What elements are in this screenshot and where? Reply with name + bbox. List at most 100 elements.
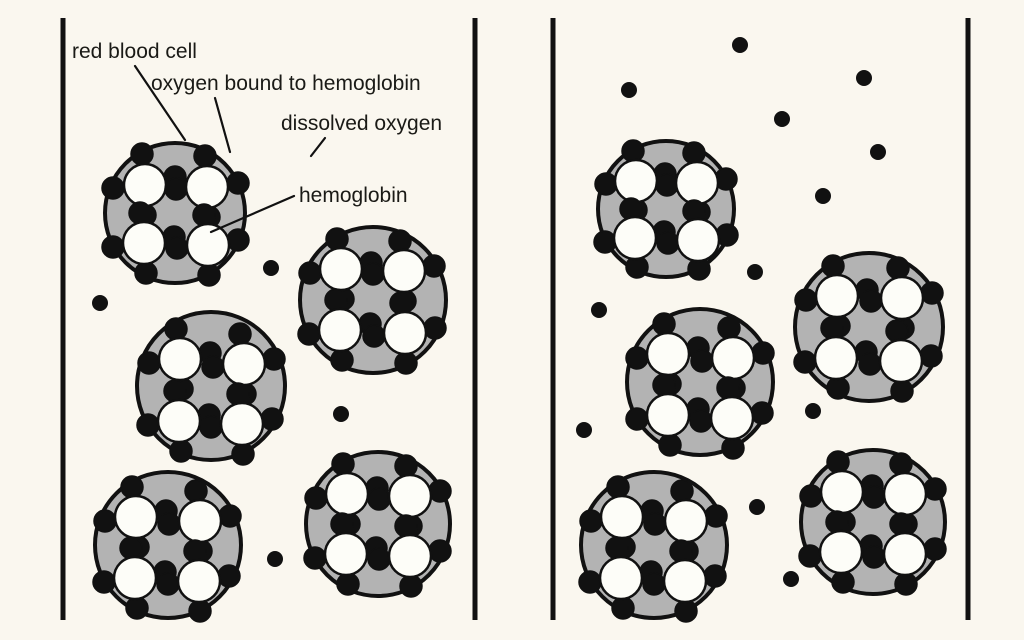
bound-oxygen-dot <box>821 254 845 278</box>
bound-oxygen-dot <box>297 322 321 346</box>
bound-oxygen-dot <box>260 407 284 431</box>
red-blood-cell-membrane <box>304 450 452 598</box>
bound-oxygen-dot <box>579 509 603 533</box>
bound-oxygen-dot <box>163 379 187 403</box>
hemoglobin-molecule <box>689 376 774 460</box>
bound-oxygen-dot <box>192 203 216 227</box>
hemoglobin-core <box>613 158 659 204</box>
hemoglobin-molecule <box>156 539 241 623</box>
hemoglobin-molecule <box>642 539 727 623</box>
bound-oxygen-dot <box>228 322 252 346</box>
bound-oxygen-dot <box>689 409 713 433</box>
bound-oxygen-dot <box>164 177 188 201</box>
red-blood-cell <box>135 310 287 466</box>
red-blood-cell-membrane <box>93 470 243 620</box>
bound-oxygen-dot <box>655 173 679 197</box>
bound-oxygen-dot <box>157 512 181 536</box>
bound-oxygen-dot <box>367 547 391 571</box>
hemoglobin-core <box>324 471 370 517</box>
bound-oxygen-dot <box>389 291 413 315</box>
hemoglobin-core <box>878 338 924 384</box>
dissolved-oxygen-dot <box>263 260 279 276</box>
bound-oxygen-dot <box>674 599 698 623</box>
dissolved-oxygen-dot <box>621 82 637 98</box>
bound-oxygen-dot <box>593 230 617 254</box>
bound-oxygen-dot <box>656 231 680 255</box>
label-oxygen-bound: oxygen bound to hemoglobin <box>151 72 421 95</box>
hemoglobin-core <box>879 275 925 321</box>
bound-oxygen-dot <box>825 510 849 534</box>
bound-oxygen-dot <box>136 413 160 437</box>
bound-oxygen-dot <box>642 572 666 596</box>
hemoglobin-molecule <box>157 479 242 563</box>
hemoglobin-molecule <box>593 197 676 279</box>
bound-oxygen-dot <box>226 228 250 252</box>
bound-oxygen-dot <box>165 236 189 260</box>
bound-oxygen-dot <box>304 486 328 510</box>
bound-oxygen-dot <box>156 572 180 596</box>
bound-oxygen-dot <box>658 433 682 457</box>
bound-oxygen-dot <box>128 201 152 225</box>
hemoglobin-core <box>157 336 203 382</box>
bound-oxygen-dot <box>394 351 418 375</box>
bound-oxygen-dot <box>594 172 618 196</box>
bound-oxygen-dot <box>428 479 452 503</box>
bound-oxygen-dot <box>643 512 667 536</box>
hemoglobin-core <box>121 220 167 266</box>
hemoglobin-core <box>185 222 231 268</box>
bound-oxygen-dot <box>193 144 217 168</box>
hemoglobin-core <box>184 164 230 210</box>
dissolved-oxygen-dot <box>591 302 607 318</box>
bound-oxygen-dot <box>793 350 817 374</box>
dissolved-oxygen-dot <box>815 188 831 204</box>
bound-oxygen-dot <box>120 475 144 499</box>
bound-oxygen-dot <box>923 477 947 501</box>
dissolved-oxygen-dot <box>747 264 763 280</box>
hemoglobin-molecule <box>303 512 388 596</box>
dissolved-oxygen-dot <box>774 111 790 127</box>
bound-oxygen-dot <box>794 288 818 312</box>
hemoglobin-molecule <box>862 512 947 596</box>
hemoglobin-core <box>113 494 159 540</box>
hemoglobin-core <box>674 160 720 206</box>
bound-oxygen-dot <box>798 544 822 568</box>
red-blood-cell <box>92 470 243 623</box>
leader-line-hemoglobin <box>209 194 296 234</box>
hemoglobin-core <box>645 392 691 438</box>
annotation-oxygen-bound: oxygen bound to hemoglobin <box>151 72 421 154</box>
bound-oxygen-dot <box>890 379 914 403</box>
hemoglobin-core <box>599 494 645 540</box>
bound-oxygen-dot <box>625 346 649 370</box>
hemoglobin-molecule <box>367 514 452 598</box>
bound-oxygen-dot <box>919 344 943 368</box>
hemoglobin-core <box>381 248 427 294</box>
red-blood-cell <box>101 141 250 287</box>
bound-oxygen-dot <box>799 484 823 508</box>
dissolved-oxygen-dot <box>805 403 821 419</box>
hemoglobin-molecule <box>862 452 947 536</box>
leader-line-oxygen-bound <box>213 96 232 154</box>
bound-oxygen-dot <box>428 539 452 563</box>
hemoglobin-core <box>122 162 168 208</box>
bound-oxygen-dot <box>889 452 913 476</box>
dissolved-oxygen-dot <box>333 406 349 422</box>
dissolved-oxygen-dot <box>267 551 283 567</box>
bound-oxygen-dot <box>826 376 850 400</box>
bound-oxygen-dot <box>101 176 125 200</box>
red-blood-cell-membrane <box>799 448 947 596</box>
bound-oxygen-dot <box>298 261 322 285</box>
hemoglobin-core <box>612 215 658 261</box>
bound-oxygen-dot <box>923 537 947 561</box>
hemoglobin-molecule <box>199 382 284 466</box>
bound-oxygen-dot <box>606 475 630 499</box>
bound-oxygen-dot <box>119 536 143 560</box>
bound-oxygen-dot <box>889 512 913 536</box>
hemoglobin-core <box>882 531 928 577</box>
bound-oxygen-dot <box>605 536 629 560</box>
bound-oxygen-dot <box>894 572 918 596</box>
annotation-dissolved-oxygen: dissolved oxygen <box>281 112 442 158</box>
red-blood-cell-membrane <box>579 470 729 620</box>
hemoglobin-core <box>709 395 755 441</box>
red-blood-cell <box>798 448 947 596</box>
